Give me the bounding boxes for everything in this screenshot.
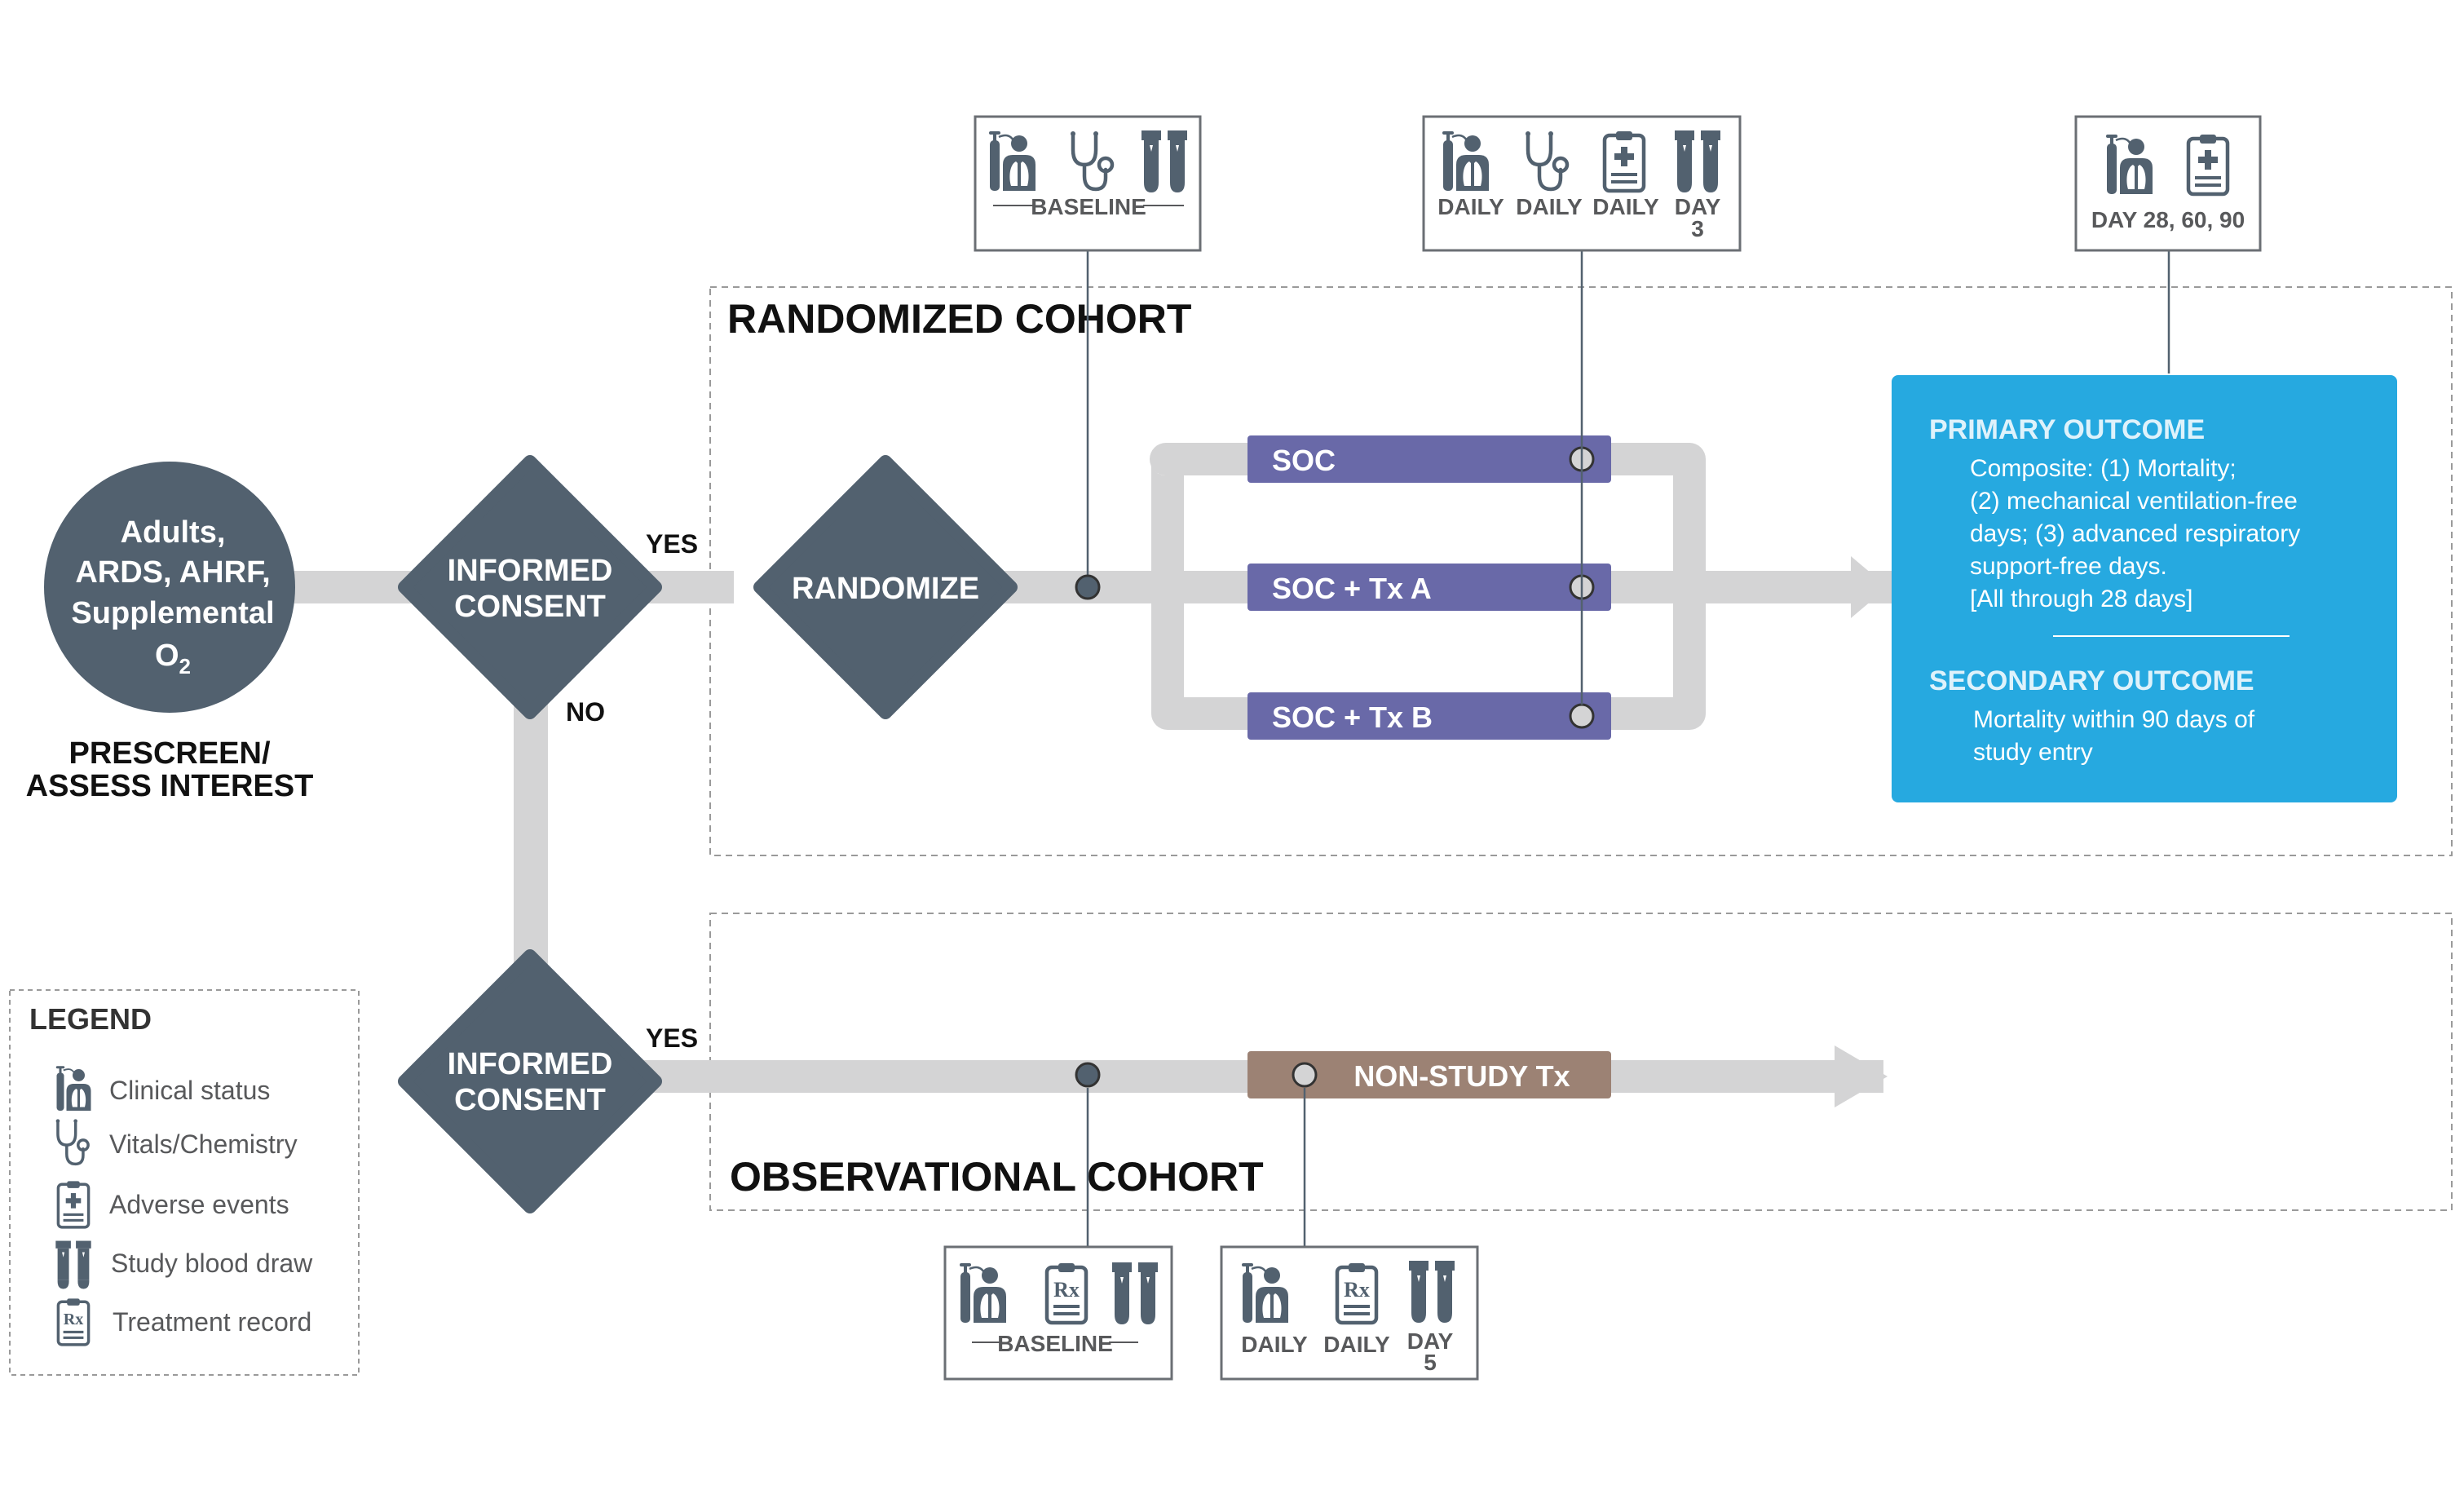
svg-text:BASELINE: BASELINE bbox=[997, 1331, 1113, 1356]
svg-text:days; (3) advanced respiratory: days; (3) advanced respiratory bbox=[1970, 520, 2300, 547]
svg-text:RANDOMIZE: RANDOMIZE bbox=[792, 572, 979, 606]
vitals-chemistry-icon bbox=[56, 1119, 89, 1164]
svg-text:Study blood draw: Study blood draw bbox=[111, 1249, 313, 1278]
svg-text:DAILY: DAILY bbox=[1437, 194, 1504, 219]
arm-soc: SOC bbox=[1247, 435, 1611, 483]
timepoint-dot-observational-baseline bbox=[1075, 1062, 1101, 1088]
informed-consent-bottom: INFORMED CONSENT bbox=[398, 949, 662, 1213]
svg-text:(2) mechanical ventilation-fre: (2) mechanical ventilation-free bbox=[1970, 488, 2298, 515]
svg-text:DAILY: DAILY bbox=[1592, 194, 1659, 219]
observational-cohort-title: OBSERVATIONAL COHORT bbox=[730, 1154, 1264, 1200]
start-node: Adults, ARDS, AHRF, Supplemental O2 bbox=[44, 462, 295, 713]
svg-text:ARDS, AHRF,: ARDS, AHRF, bbox=[75, 555, 270, 590]
arm-bracket-right bbox=[1610, 443, 1706, 730]
svg-text:INFORMED: INFORMED bbox=[448, 554, 613, 588]
yes-label-bottom: YES bbox=[646, 1023, 698, 1053]
svg-text:DAILY: DAILY bbox=[1516, 194, 1583, 219]
svg-text:BASELINE: BASELINE bbox=[1031, 194, 1146, 219]
svg-text:Clinical status: Clinical status bbox=[109, 1076, 270, 1105]
svg-text:CONSENT: CONSENT bbox=[454, 590, 606, 624]
svg-text:DAY 28, 60, 90: DAY 28, 60, 90 bbox=[2091, 207, 2245, 232]
legend-title: LEGEND bbox=[29, 1002, 152, 1036]
svg-text:SOC + Tx B: SOC + Tx B bbox=[1272, 701, 1433, 734]
svg-text:Composite: (1) Mortality;: Composite: (1) Mortality; bbox=[1970, 455, 2237, 482]
svg-text:Adverse events: Adverse events bbox=[109, 1190, 289, 1219]
assessment-box-top-daily: DAILY DAILY DAILY DAY 3 bbox=[1422, 115, 1742, 252]
treatment-record-icon bbox=[58, 1298, 88, 1345]
no-label: NO bbox=[566, 697, 605, 727]
svg-text:SOC + Tx A: SOC + Tx A bbox=[1272, 572, 1432, 605]
study-blood-draw-icon bbox=[55, 1240, 91, 1289]
assessment-box-bottom-daily: DAILY DAILY DAY 5 bbox=[1220, 1245, 1479, 1381]
assessment-box-top-baseline: BASELINE bbox=[974, 115, 1202, 252]
svg-text:study entry: study entry bbox=[1973, 739, 2093, 766]
connector-lines bbox=[1086, 250, 2170, 1246]
randomized-cohort-title: RANDOMIZED COHORT bbox=[727, 296, 1191, 342]
start-caption-line-2: ASSESS INTEREST bbox=[26, 769, 314, 803]
outcomes-panel: PRIMARY OUTCOME Composite: (1) Mortality… bbox=[1892, 375, 2397, 802]
assessment-box-bottom-baseline: BASELINE bbox=[943, 1245, 1173, 1381]
legend: LEGEND Clinical status Vitals/Chemistry … bbox=[9, 989, 360, 1376]
svg-text:DAILY: DAILY bbox=[1323, 1332, 1390, 1357]
svg-text:3: 3 bbox=[1691, 216, 1704, 241]
svg-text:5: 5 bbox=[1424, 1350, 1437, 1375]
svg-text:DAY: DAY bbox=[1675, 194, 1721, 219]
clinical-status-icon bbox=[55, 1064, 92, 1112]
svg-text:INFORMED: INFORMED bbox=[448, 1047, 613, 1081]
svg-text:support-free days.: support-free days. bbox=[1970, 553, 2167, 580]
svg-text:DAILY: DAILY bbox=[1241, 1332, 1308, 1357]
start-caption-line-1: PRESCREEN/ bbox=[68, 736, 270, 771]
svg-text:[All through 28 days]: [All through 28 days] bbox=[1970, 586, 2193, 612]
arm-soc-tx-b: SOC + Tx B bbox=[1247, 692, 1611, 740]
svg-text:Treatment record: Treatment record bbox=[113, 1307, 311, 1337]
svg-text:Vitals/Chemistry: Vitals/Chemistry bbox=[109, 1129, 298, 1159]
svg-text:Adults,: Adults, bbox=[121, 515, 226, 550]
non-study-tx: NON-STUDY Tx bbox=[1247, 1051, 1611, 1098]
svg-text:O2: O2 bbox=[155, 639, 191, 678]
randomize-node: RANDOMIZE bbox=[753, 455, 1018, 719]
yes-label-top: YES bbox=[646, 529, 698, 559]
secondary-outcome-title: SECONDARY OUTCOME bbox=[1929, 665, 2254, 696]
arm-bracket bbox=[1150, 443, 1247, 730]
primary-outcome-title: PRIMARY OUTCOME bbox=[1929, 414, 2205, 445]
svg-text:NON-STUDY Tx: NON-STUDY Tx bbox=[1353, 1059, 1570, 1093]
svg-text:Mortality within 90 days of: Mortality within 90 days of bbox=[1973, 706, 2255, 733]
svg-text:Supplemental: Supplemental bbox=[71, 596, 274, 630]
svg-text:SOC: SOC bbox=[1272, 444, 1336, 477]
arm-soc-tx-a: SOC + Tx A bbox=[1247, 564, 1611, 611]
adverse-events-icon bbox=[58, 1181, 88, 1227]
assessment-box-top-followup: DAY 28, 60, 90 bbox=[2074, 115, 2262, 252]
svg-text:DAY: DAY bbox=[1407, 1328, 1454, 1354]
timepoint-dot-randomized-baseline bbox=[1075, 574, 1101, 600]
informed-consent-top: INFORMED CONSENT bbox=[398, 455, 662, 719]
svg-text:CONSENT: CONSENT bbox=[454, 1083, 606, 1117]
